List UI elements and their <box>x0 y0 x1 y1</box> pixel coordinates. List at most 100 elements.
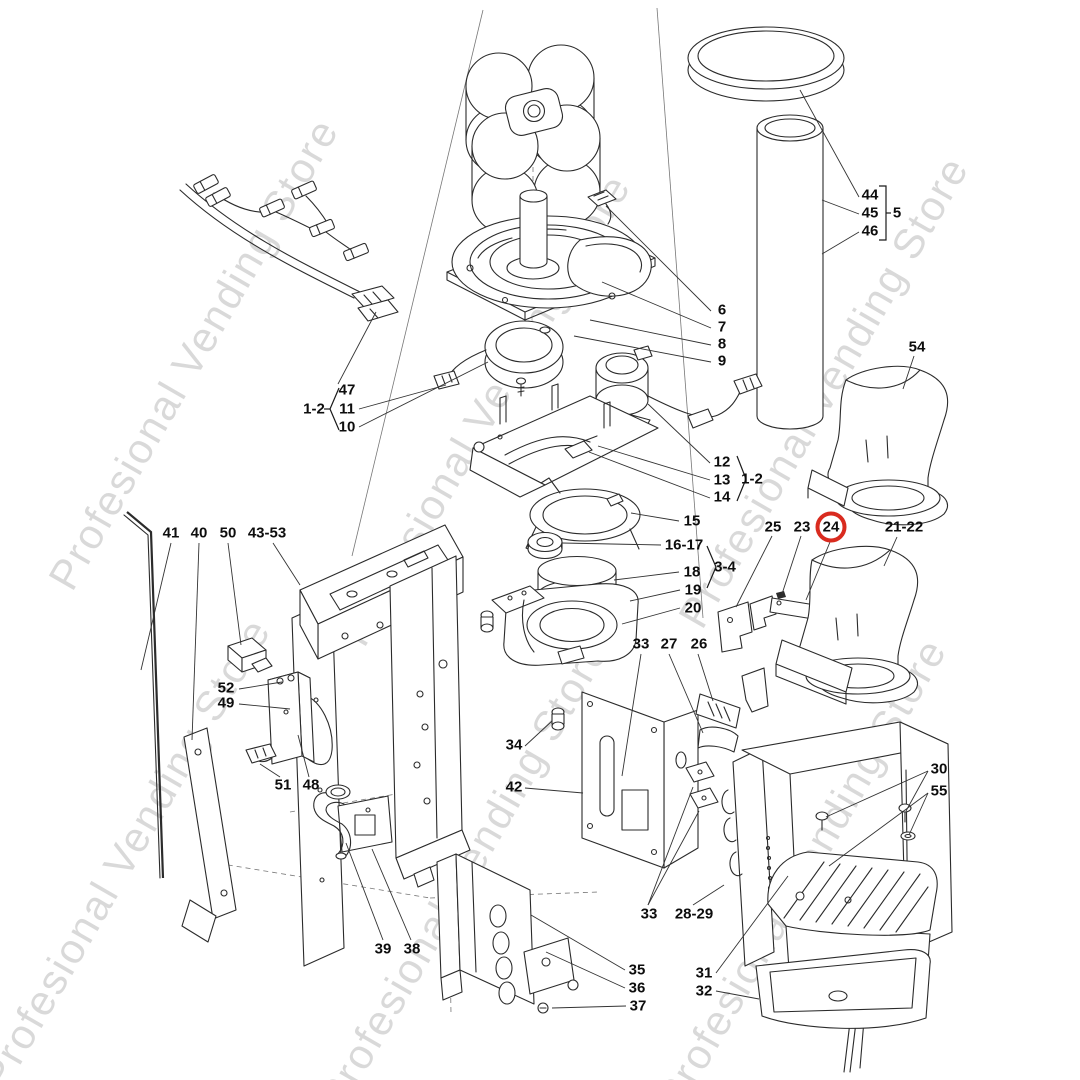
callout-label-37: 37 <box>629 997 647 1015</box>
leader-line <box>191 542 200 741</box>
side-panel-group <box>436 853 579 1014</box>
callout-label-44: 44 <box>861 186 879 204</box>
callout-label-41: 41 <box>162 524 180 542</box>
leader-line <box>601 281 712 329</box>
small-box <box>227 637 273 673</box>
callout-label-23: 23 <box>793 518 811 536</box>
leader-line <box>227 542 242 646</box>
leader-line <box>358 361 489 428</box>
callout-label-33: 33 <box>632 635 650 653</box>
leader-line <box>647 810 700 906</box>
cup-chute-lower <box>775 545 919 705</box>
leader-line <box>735 535 773 608</box>
highlight-circle-24 <box>815 511 847 543</box>
leader-line <box>371 848 412 941</box>
leader-line <box>337 311 377 385</box>
callout-label-6: 6 <box>717 301 727 319</box>
callout-label-42: 42 <box>505 778 523 796</box>
leader-line <box>902 355 915 390</box>
leader-line <box>589 319 712 346</box>
leader-line <box>629 589 681 602</box>
leader-line <box>597 445 711 481</box>
leader-line <box>524 720 553 747</box>
callout-label-38: 38 <box>403 940 421 958</box>
leader-line <box>668 653 704 734</box>
callout-label-10: 10 <box>338 418 356 436</box>
callout-label-25: 25 <box>764 518 782 536</box>
callout-label-7: 7 <box>717 318 727 336</box>
leader-line <box>905 770 929 812</box>
support-ring <box>525 477 641 554</box>
callout-label-39: 39 <box>374 940 392 958</box>
turntable-assembly <box>446 189 656 321</box>
callout-label-45: 45 <box>861 204 879 222</box>
lock-nut <box>527 531 563 560</box>
leader-line <box>351 9 484 557</box>
flat-bar <box>181 727 237 943</box>
callout-label-11: 11 <box>339 400 355 418</box>
leader-line <box>561 542 662 546</box>
callout-label-3-4: 3-4 <box>714 558 736 576</box>
callout-label-24: 24 <box>822 518 840 536</box>
leader-line <box>272 542 301 586</box>
callout-label-16-17: 16-17 <box>664 536 704 554</box>
leader-line <box>821 231 860 255</box>
leader-line <box>697 653 714 702</box>
retaining-clips <box>685 761 719 809</box>
callout-label-9: 9 <box>717 352 727 370</box>
wiring-harness <box>179 174 399 322</box>
small-plug <box>551 707 565 731</box>
leader-line <box>715 875 789 974</box>
callout-label-46: 46 <box>861 222 879 240</box>
leader-line <box>530 914 626 971</box>
callout-label-1-2: 1-2 <box>741 470 763 488</box>
micro-connector <box>587 189 617 225</box>
lid-disc <box>687 26 845 102</box>
callout-label-15: 15 <box>683 512 701 530</box>
leader-line <box>805 541 831 601</box>
leader-line <box>828 792 929 867</box>
callout-label-47: 47 <box>338 381 356 399</box>
callout-label-1-2: 1-2 <box>303 400 325 418</box>
leader-line <box>605 205 712 312</box>
callout-label-54: 54 <box>908 338 926 356</box>
callout-label-31: 31 <box>695 964 713 982</box>
callout-label-55: 55 <box>930 782 948 800</box>
callout-label-51: 51 <box>274 776 292 794</box>
callout-label-21-22: 21-22 <box>884 518 924 536</box>
callout-label-40: 40 <box>190 524 208 542</box>
callout-label-5: 5 <box>892 204 902 222</box>
leader-line <box>656 7 704 619</box>
leader-line <box>588 451 711 499</box>
leader-line <box>630 512 680 522</box>
leader-line <box>524 787 584 794</box>
leader-line <box>573 335 712 363</box>
elbow-grommet-bracket <box>313 784 393 860</box>
cup-release-ring <box>480 583 639 666</box>
callout-lines <box>140 89 929 1009</box>
bottom-basin <box>755 949 931 1073</box>
leader-line <box>345 842 384 941</box>
leader-line <box>825 770 929 818</box>
callout-label-28-29: 28-29 <box>674 905 714 923</box>
mounting-bracket-plate <box>469 383 659 498</box>
callout-label-34: 34 <box>505 736 523 754</box>
callout-label-8: 8 <box>717 335 727 353</box>
callout-label-50: 50 <box>219 524 237 542</box>
callout-label-35: 35 <box>628 961 646 979</box>
leader-line <box>692 884 725 906</box>
leader-line <box>613 571 680 581</box>
leader-line <box>621 607 681 625</box>
callout-label-20: 20 <box>684 599 702 617</box>
callout-label-43-53: 43-53 <box>247 524 287 542</box>
callout-label-49: 49 <box>217 694 235 712</box>
main-frame <box>291 524 471 967</box>
callout-label-30: 30 <box>930 760 948 778</box>
bent-rod <box>123 511 165 879</box>
leader-line <box>358 384 447 410</box>
label-plate-group <box>695 667 769 753</box>
callout-label-18: 18 <box>683 563 701 581</box>
callout-label-48: 48 <box>302 776 320 794</box>
leader-line <box>621 653 642 777</box>
